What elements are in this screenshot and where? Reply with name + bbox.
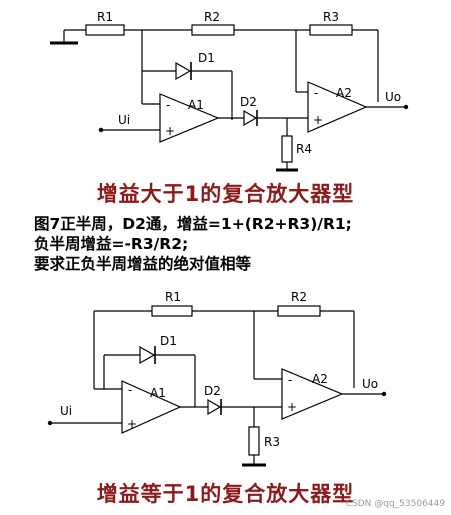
bottom-circuit-title: 增益等于1的复合放大器型 (96, 482, 355, 506)
a2-opamp-bottom (281, 368, 344, 420)
label-d1: D1 (198, 51, 215, 65)
bottom-circuit-diagram: R1 R2 D1 D2 A1 A2 R3 Ui Uo - + - + (47, 290, 387, 467)
a1-plus-sign: + (165, 124, 175, 138)
note-line-2: 负半周增益=-R3/R2; (34, 235, 189, 253)
a2-opamp (307, 81, 368, 133)
top-circuit-title: 增益大于1的复合放大器型 (96, 182, 355, 206)
label-uo-bottom: Uo (362, 377, 378, 391)
watermark: CSDN @qq_53506449 (345, 499, 445, 509)
r4-resistor (281, 135, 293, 163)
label-d2-bottom: D2 (204, 384, 221, 398)
r3-resistor (309, 24, 353, 36)
label-r4: R4 (296, 142, 312, 156)
label-ui: Ui (118, 113, 130, 127)
label-r2: R2 (204, 10, 220, 24)
label-d2: D2 (240, 95, 257, 109)
d1-diode (175, 61, 192, 81)
d2-diode (243, 109, 258, 127)
r1-resistor (85, 24, 125, 36)
r2-resistor-bottom (277, 305, 321, 317)
label-a1-bottom: A1 (150, 386, 166, 400)
a2-plus-sign-bottom: + (287, 400, 297, 414)
a2-plus-sign: + (313, 113, 323, 127)
a1-minus-sign: - (166, 98, 170, 112)
label-a2: A2 (336, 86, 352, 100)
top-circuit-diagram: R1 R2 R3 D1 D2 A1 A2 R4 Ui Uo - + - + (50, 10, 409, 172)
label-a2-bottom: A2 (312, 372, 328, 386)
a2-minus-sign-bottom: - (288, 373, 292, 387)
r2-resistor (191, 24, 235, 36)
label-r2-bottom: R2 (291, 290, 307, 304)
note-line-3: 要求正负半周增益的绝对值相等 (34, 255, 252, 273)
r3-resistor-bottom (248, 426, 260, 456)
label-r1-bottom: R1 (165, 290, 181, 304)
label-uo: Uo (385, 90, 401, 104)
label-d1-bottom: D1 (160, 334, 177, 348)
label-r3-bottom: R3 (264, 435, 280, 449)
a1-plus-sign-bottom: + (127, 417, 137, 431)
label-ui-bottom: Ui (60, 404, 72, 418)
note-line-1: 图7正半周，D2通，增益=1+(R2+R3)/R1; (34, 215, 352, 233)
label-r1: R1 (97, 10, 113, 24)
a1-opamp (159, 93, 220, 143)
label-a1: A1 (188, 98, 204, 112)
a1-opamp-bottom (121, 380, 182, 434)
notes-block: 图7正半周，D2通，增益=1+(R2+R3)/R1; 负半周增益=-R3/R2;… (34, 214, 444, 274)
a1-minus-sign-bottom: - (128, 383, 132, 397)
r1-resistor-bottom (151, 305, 193, 317)
d2-diode-bottom (207, 398, 222, 416)
d1-diode-bottom (139, 345, 156, 365)
label-r3: R3 (323, 10, 339, 24)
a2-minus-sign: - (314, 86, 318, 100)
